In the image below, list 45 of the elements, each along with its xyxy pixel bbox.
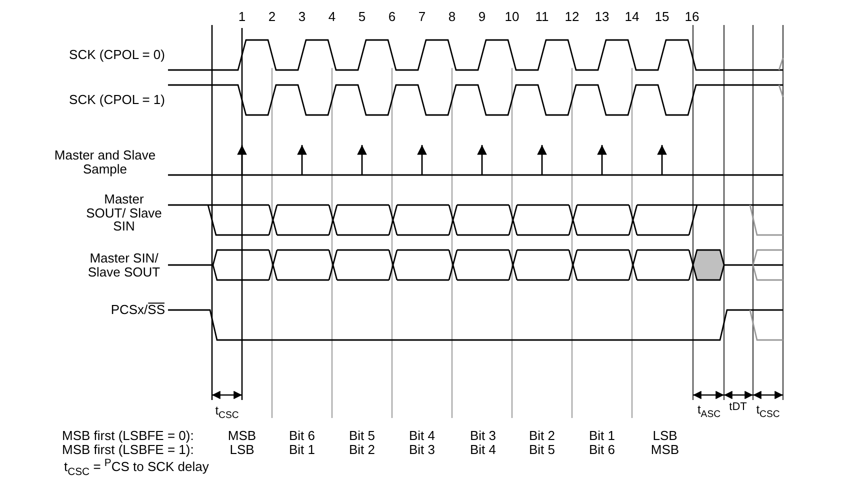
- bit-label: Bit 4: [470, 443, 496, 457]
- bit-label: Bit 2: [349, 443, 375, 457]
- bit-label: Bit 4: [409, 429, 435, 443]
- bit-label: Bit 1: [289, 443, 315, 457]
- bit-label: Bit 1: [589, 429, 615, 443]
- timing-label: t$_{CSC}$: [756, 404, 780, 416]
- bit-label: Bit 5: [529, 443, 555, 457]
- signal-name: Master and Slave Sample: [53, 148, 157, 176]
- edge-number: 4: [328, 10, 336, 24]
- edge-number: 7: [418, 10, 426, 24]
- edge-number: 5: [358, 10, 366, 24]
- bit-label: Bit 3: [470, 429, 496, 443]
- signal-name: SCK (CPOL = 1): [69, 93, 165, 107]
- bit-label: MSB: [650, 443, 680, 457]
- bit-label: Bit 6: [289, 429, 315, 443]
- row-label: MSB first (LSBFE = 1):: [62, 443, 194, 457]
- bit-label: Bit 6: [589, 443, 615, 457]
- signal-name: Master SOUT/ Slave SIN: [85, 192, 163, 234]
- bit-label: Bit 3: [409, 443, 435, 457]
- edge-number: 1: [238, 10, 246, 24]
- edge-number: 15: [654, 10, 670, 24]
- timing-label: t$_{ASC}$: [697, 404, 721, 416]
- bit-label: Bit 5: [349, 429, 375, 443]
- bit-label: Bit 2: [529, 429, 555, 443]
- edge-number: 11: [535, 10, 549, 24]
- signal-name: SCK (CPOL = 0): [69, 48, 165, 62]
- row-label: MSB first (LSBFE = 0):: [62, 429, 194, 443]
- edge-number: 2: [268, 10, 276, 24]
- edge-number: 13: [594, 10, 610, 24]
- bit-label: MSB: [228, 429, 256, 443]
- bit-label: LSB: [230, 443, 254, 457]
- edge-number: 3: [298, 10, 306, 24]
- edge-number: 14: [624, 10, 640, 24]
- edge-number: 10: [504, 10, 520, 24]
- timing-label: t$_{CSC}$: [215, 404, 239, 418]
- edge-number: 12: [564, 10, 580, 24]
- edge-number: 16: [684, 10, 700, 24]
- edge-number: 6: [388, 10, 396, 24]
- edge-number: 9: [478, 10, 486, 24]
- timing-label: tDT: [729, 402, 747, 414]
- edge-number: 8: [448, 10, 456, 24]
- signal-name: Master SIN/ Slave SOUT: [86, 251, 162, 279]
- signal-name: PCSx/SS: [110, 303, 165, 317]
- bit-label: LSB: [652, 429, 678, 443]
- note-text: t$_{CSC}$ = $^{P}$CS to SCK delay: [64, 460, 209, 474]
